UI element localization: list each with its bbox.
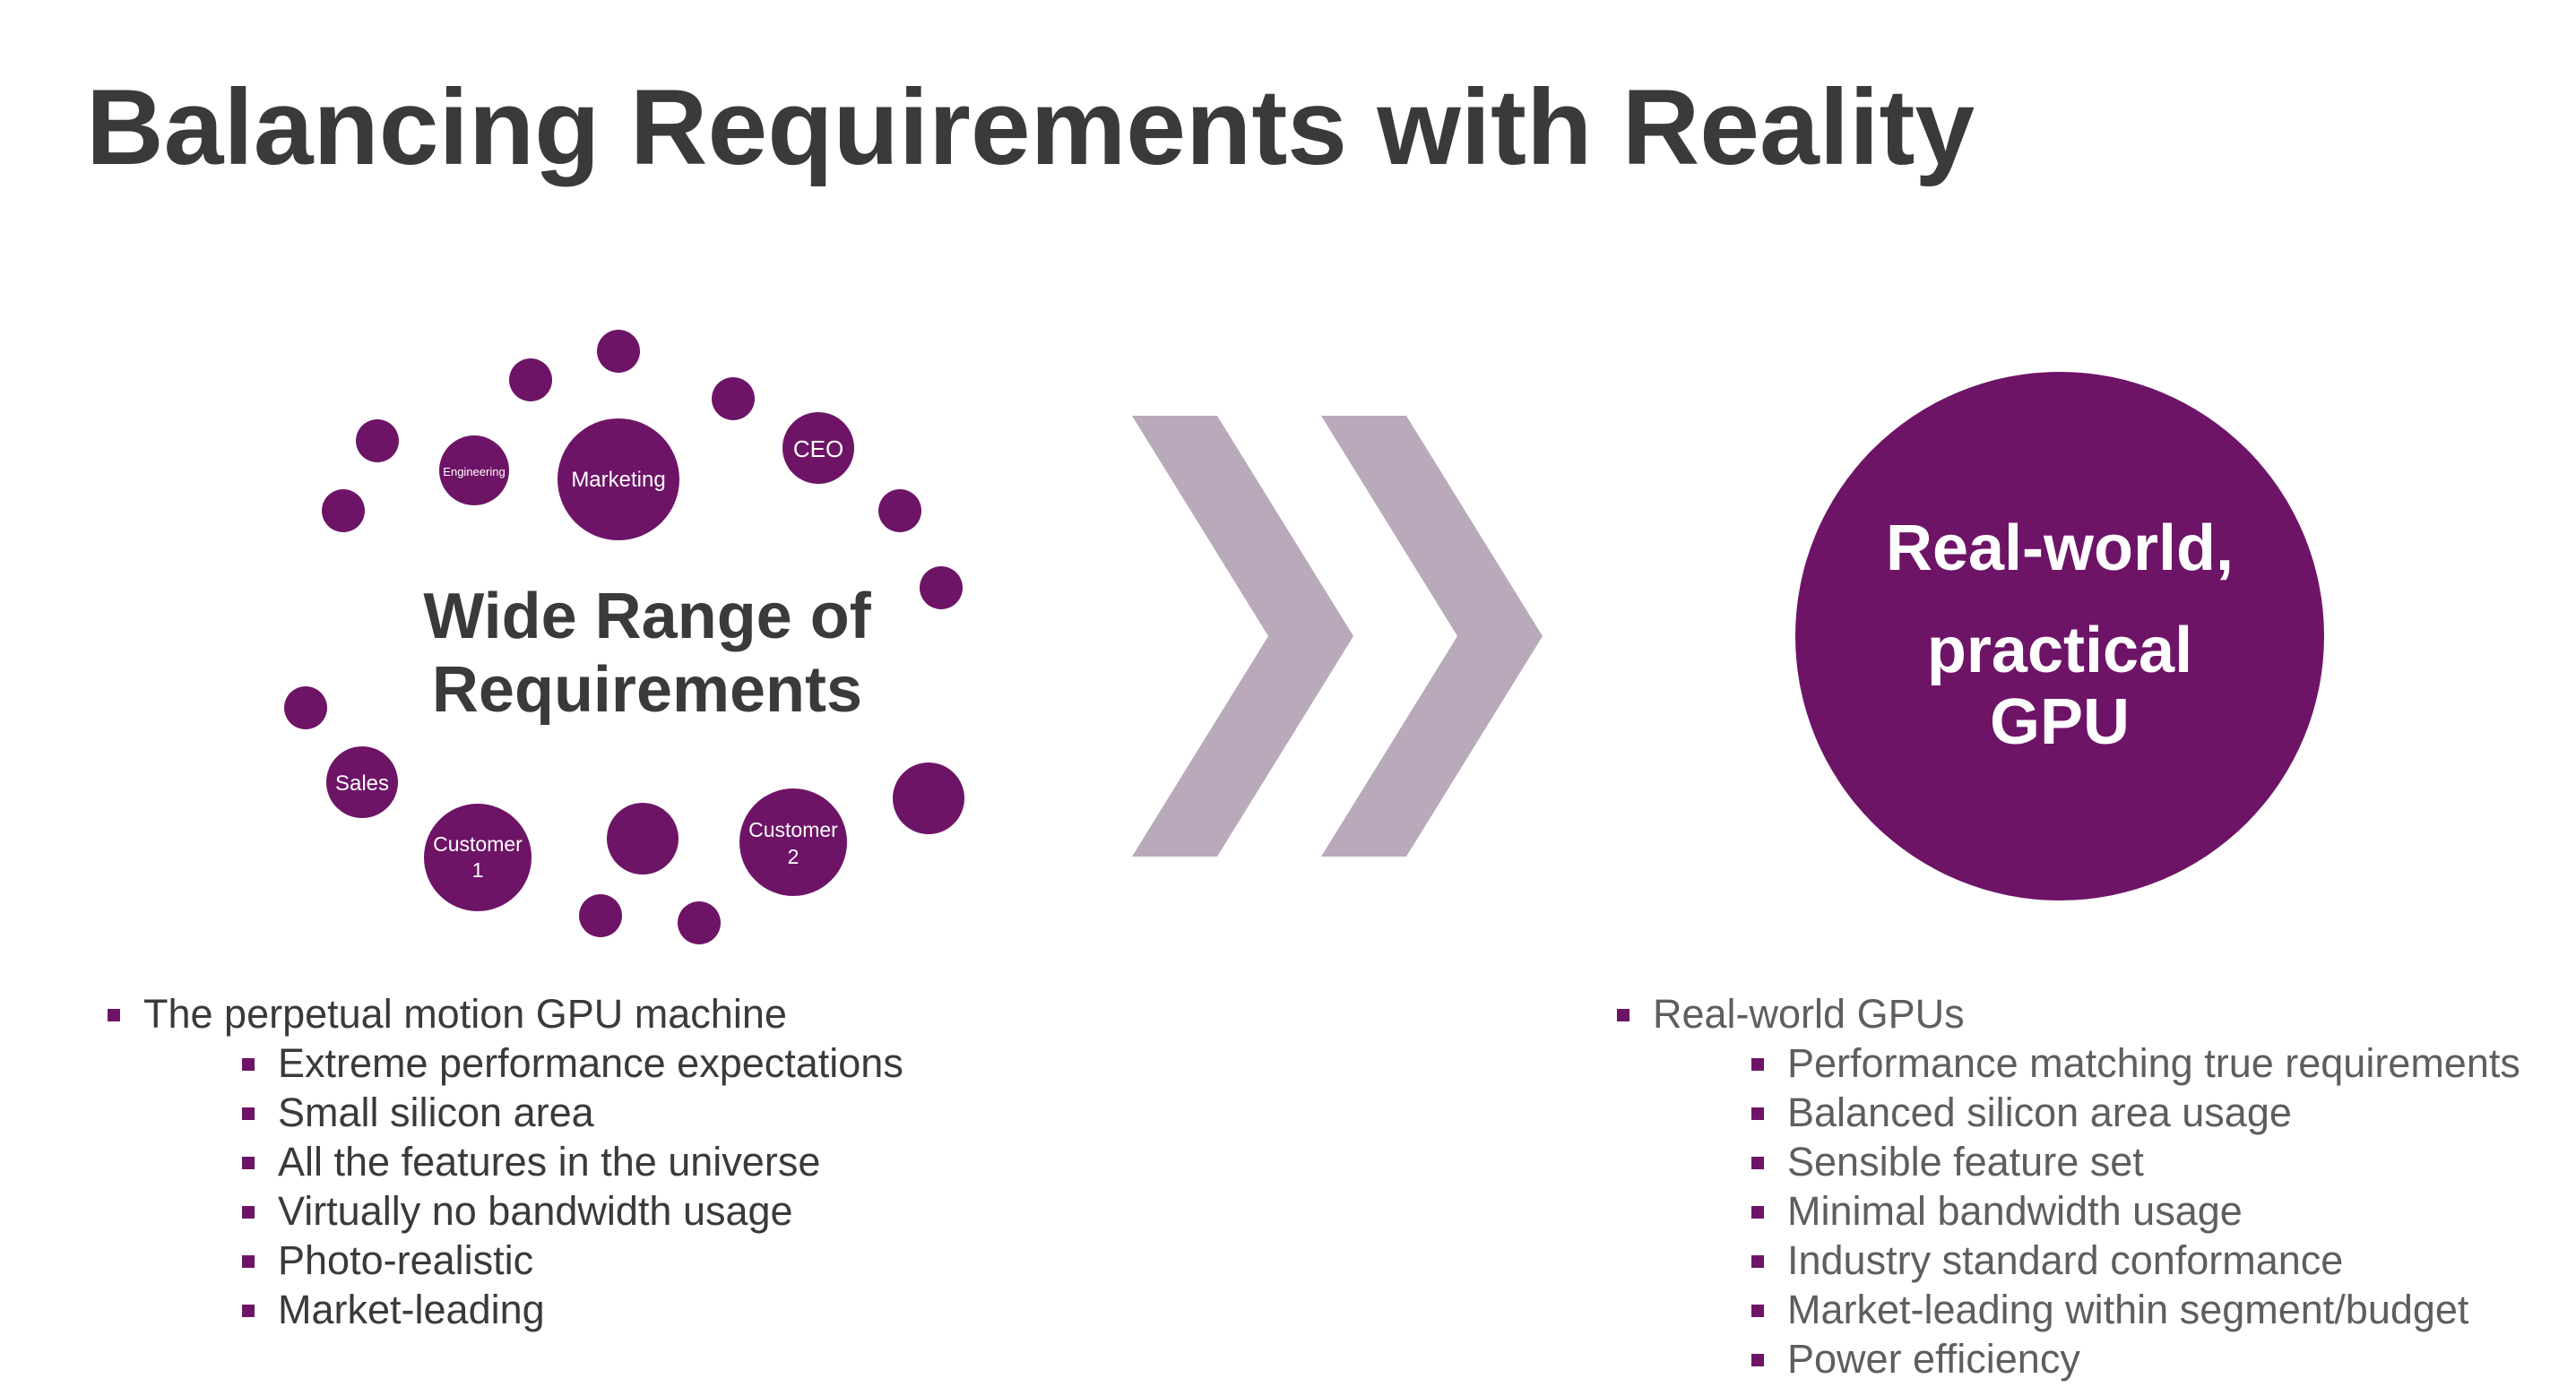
engineering-label: Engineering bbox=[443, 465, 505, 478]
requirements-cluster bbox=[284, 330, 964, 944]
left-bullet-list: The perpetual motion GPU machine Extreme… bbox=[86, 989, 903, 1334]
small-bubble bbox=[597, 330, 640, 373]
sales-label: Sales bbox=[335, 771, 389, 796]
small-bubble bbox=[878, 489, 921, 532]
practical-gpu-circle bbox=[1795, 372, 2324, 900]
small-bubble bbox=[920, 566, 963, 609]
center-label-line2: Requirements bbox=[432, 654, 862, 726]
gpu-label-line2: practical bbox=[1927, 615, 2192, 686]
left-list-item: All the features in the universe bbox=[86, 1137, 903, 1186]
sales-bubble bbox=[326, 746, 398, 818]
ceo-bubble bbox=[782, 412, 854, 484]
slide-title: Balancing Requirements with Reality bbox=[86, 67, 1975, 187]
right-list-item: Performance matching true requirements bbox=[1595, 1038, 2520, 1088]
left-list-item: Extreme performance expectations bbox=[86, 1038, 903, 1088]
gpu-label-line1: Real-world, bbox=[1886, 513, 2234, 584]
right-list-item: Power efficiency bbox=[1595, 1334, 2520, 1383]
left-list-heading: The perpetual motion GPU machine bbox=[86, 989, 903, 1038]
right-list-item: Balanced silicon area usage bbox=[1595, 1088, 2520, 1137]
chevron-arrows bbox=[1132, 416, 1543, 857]
cluster-center-label: Wide Range of Requirements bbox=[423, 581, 871, 726]
engineering-bubble bbox=[439, 435, 509, 505]
customer-1-label-line2: 1 bbox=[472, 858, 484, 882]
right-list-item: Industry standard conformance bbox=[1595, 1236, 2520, 1285]
right-list-item: Sensible feature set bbox=[1595, 1137, 2520, 1186]
customer-1-label-line1: Customer bbox=[433, 832, 523, 856]
medium-bubble bbox=[893, 762, 964, 834]
right-list-item: Market-leading within segment/budget bbox=[1595, 1285, 2520, 1334]
marketing-bubble bbox=[558, 418, 679, 540]
small-bubble bbox=[322, 489, 365, 532]
gpu-label-line3: GPU bbox=[1990, 686, 2130, 758]
small-bubble bbox=[678, 901, 721, 944]
chevron-icon bbox=[1132, 416, 1353, 857]
center-label-line1: Wide Range of bbox=[423, 581, 871, 652]
chevron-icon bbox=[1321, 416, 1543, 857]
left-list-item: Small silicon area bbox=[86, 1088, 903, 1137]
practical-gpu-label: Real-world, practical GPU bbox=[1886, 513, 2234, 758]
ceo-label: CEO bbox=[793, 435, 843, 462]
small-bubble bbox=[579, 894, 622, 937]
right-list-heading: Real-world GPUs bbox=[1595, 989, 2520, 1038]
small-bubble bbox=[712, 377, 755, 420]
customer-1-bubble bbox=[424, 804, 532, 911]
right-list-item: Minimal bandwidth usage bbox=[1595, 1186, 2520, 1236]
small-bubble bbox=[509, 358, 552, 401]
marketing-label: Marketing bbox=[571, 468, 665, 492]
customer-2-label-line1: Customer bbox=[748, 818, 838, 841]
medium-bubble bbox=[607, 803, 679, 874]
left-list-item: Photo-realistic bbox=[86, 1236, 903, 1285]
left-list-item: Market-leading bbox=[86, 1285, 903, 1334]
customer-2-bubble bbox=[739, 788, 847, 896]
right-bullet-list: Real-world GPUs Performance matching tru… bbox=[1595, 989, 2520, 1383]
bubble-labels: Engineering Marketing CEO Sales Customer… bbox=[335, 435, 843, 882]
small-bubble bbox=[284, 686, 327, 729]
left-list-item: Virtually no bandwidth usage bbox=[86, 1186, 903, 1236]
customer-2-label-line2: 2 bbox=[788, 845, 800, 868]
small-bubble bbox=[356, 419, 399, 462]
